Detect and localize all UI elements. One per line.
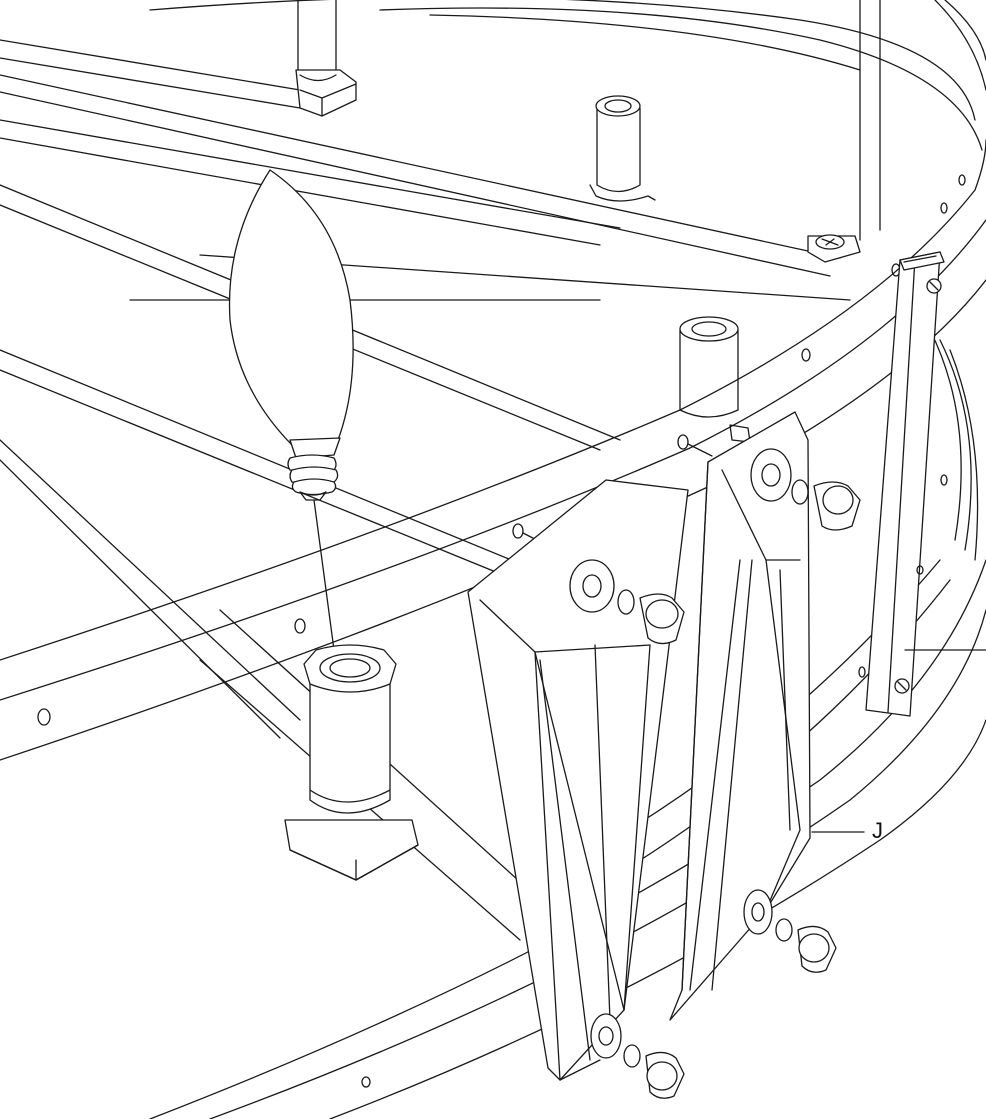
vertical-mounting-bar [865, 251, 986, 717]
frame-clamp-screw [807, 234, 861, 263]
crystal-pendant-j [669, 411, 865, 1021]
callout-label-j: J [872, 818, 883, 843]
crystal-pendant-left [467, 479, 689, 1099]
upper-arms [0, 0, 841, 277]
candle-cup-middle [679, 316, 751, 443]
candle-cup-back [589, 95, 656, 202]
outer-ring-back [149, 0, 986, 241]
candle-cup-front [284, 644, 419, 881]
candle-bulb [228, 169, 354, 681]
